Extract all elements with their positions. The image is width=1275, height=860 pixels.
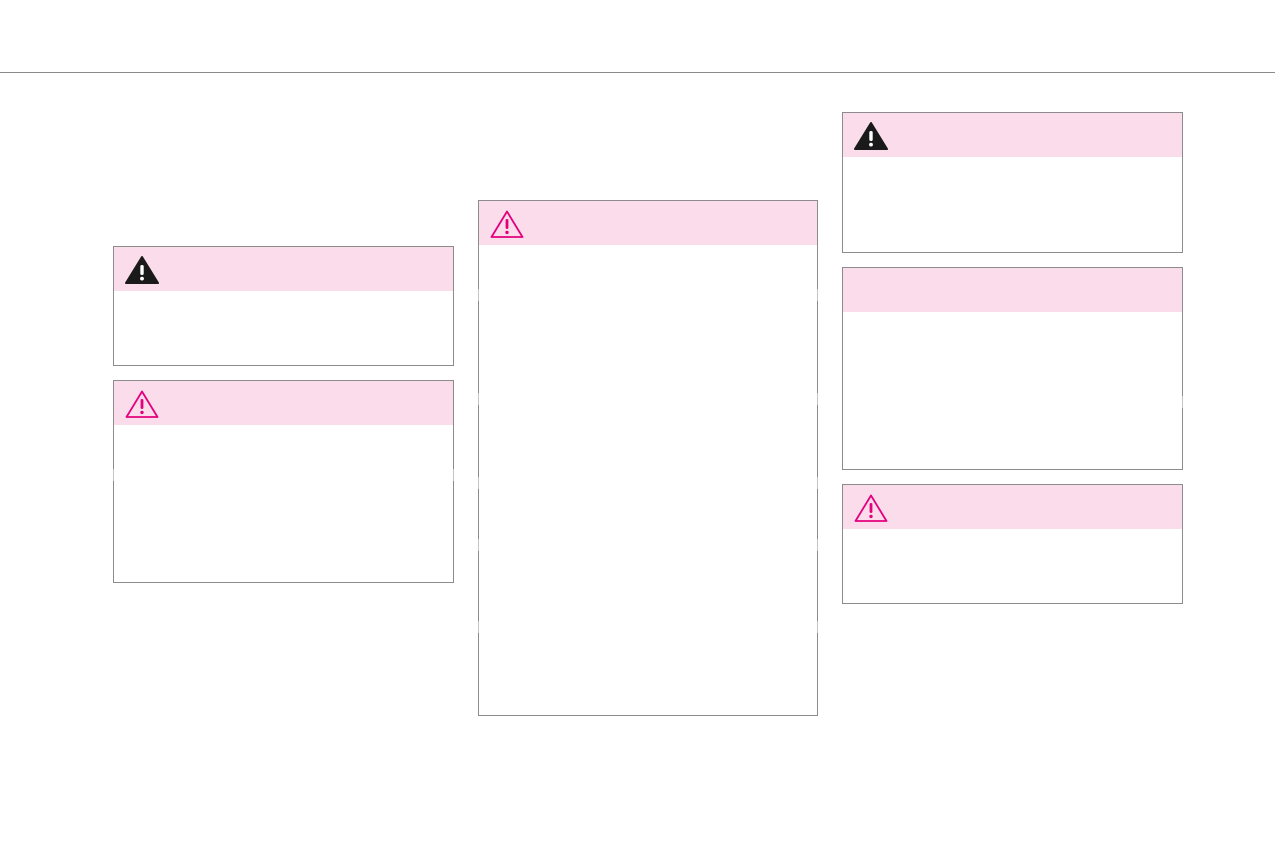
caution-outline-icon: [125, 390, 159, 418]
margin-mark: [817, 621, 818, 633]
margin-mark: [1182, 396, 1183, 408]
margin-mark: [453, 469, 454, 481]
caution-box: [842, 484, 1183, 604]
caution-box-header: [479, 201, 817, 245]
margin-mark: [478, 621, 479, 633]
margin-mark: [478, 289, 479, 301]
margin-mark: [478, 477, 479, 489]
margin-mark: [478, 539, 479, 551]
note-box-header: [843, 268, 1182, 312]
note-box: [842, 267, 1183, 470]
header-divider: [0, 72, 1275, 73]
caution-box-header: [114, 381, 453, 425]
caution-box-header: [843, 485, 1182, 529]
caution-outline-icon: [490, 210, 524, 238]
margin-mark: [113, 469, 114, 481]
warning-box-header: [843, 113, 1182, 157]
margin-mark: [817, 477, 818, 489]
margin-mark: [817, 289, 818, 301]
warning-box: [113, 246, 454, 366]
caution-box: [113, 380, 454, 583]
margin-mark: [478, 393, 479, 405]
caution-box: [478, 200, 818, 716]
margin-mark: [817, 539, 818, 551]
warning-box: [842, 112, 1183, 253]
margin-mark: [817, 393, 818, 405]
caution-outline-icon: [854, 494, 888, 522]
warning-filled-icon: [854, 122, 888, 150]
warning-filled-icon: [125, 256, 159, 284]
warning-box-header: [114, 247, 453, 291]
